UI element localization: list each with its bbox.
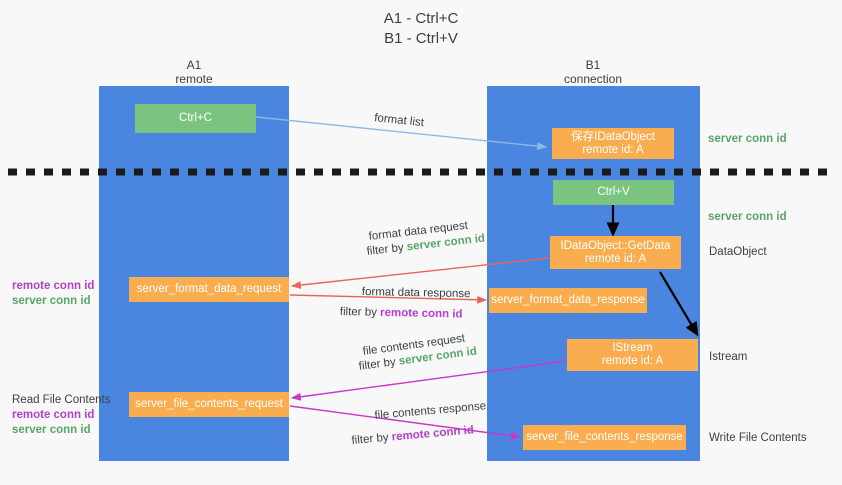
column-header-b1: B1 connection	[518, 58, 668, 86]
title-line-2: B1 - Ctrl+V	[384, 30, 458, 47]
diagram-title: A1 - Ctrl+C B1 - Ctrl+V	[321, 9, 521, 49]
right-label-server-conn-id-top: server conn id	[708, 133, 787, 145]
left-label-remote-conn-id-2: remote conn id	[12, 409, 95, 421]
box-server-file-contents-request-label: server_file_contents_request	[135, 398, 283, 410]
left-label-remote-conn-id-1: remote conn id	[12, 280, 95, 292]
box-server-file-contents-response[interactable]: server_file_contents_response	[523, 425, 686, 450]
box-server-format-data-response[interactable]: server_format_data_response	[489, 288, 647, 313]
left-label-read-file-contents: Read File Contents	[12, 394, 111, 406]
label-format-data-response-filter-pre: filter by	[339, 305, 381, 319]
box-server-format-data-request-label: server_format_data_request	[136, 283, 282, 295]
label-file-contents-request-filter-pre: filter by	[358, 355, 400, 373]
label-file-contents-response-filter-key: remote conn id	[391, 424, 475, 444]
label-format-data-response-filter: filter by remote conn id	[340, 305, 463, 323]
box-ctrl-c[interactable]: Ctrl+C	[135, 104, 256, 133]
box-getdata-line-1: IDataObject::GetData	[560, 239, 671, 252]
box-save-idataobject-line-1: 保存IDataObject	[571, 130, 655, 143]
label-format-data-response: format data response	[361, 285, 471, 301]
label-file-contents-response-filter-pre: filter by	[351, 431, 393, 447]
left-label-server-conn-id-1: server conn id	[12, 295, 91, 307]
left-legend-file: Read File Contents remote conn id server…	[12, 393, 110, 438]
label-format-data-response-filter-key: remote conn id	[379, 306, 463, 321]
box-idataobject-getdata[interactable]: IDataObject::GetData remote id: A	[550, 236, 681, 269]
label-format-list: format list	[373, 111, 425, 130]
column-header-b1-name: B1	[585, 58, 601, 72]
right-label-istream: Istream	[709, 351, 748, 363]
box-ctrl-v[interactable]: Ctrl+V	[553, 180, 674, 205]
box-server-format-data-response-label: server_format_data_response	[491, 294, 645, 306]
box-save-idataobject[interactable]: 保存IDataObject remote id: A	[552, 128, 674, 159]
left-legend-format: remote conn id server conn id	[12, 279, 94, 309]
label-file-contents-response: file contents response	[374, 400, 487, 422]
column-header-a1-sub: remote	[175, 72, 213, 86]
column-header-a1: A1 remote	[119, 58, 269, 86]
right-label-server-conn-id-mid: server conn id	[708, 211, 787, 223]
right-label-write-file-contents: Write File Contents	[709, 432, 807, 444]
label-format-data-request-filter-pre: filter by	[366, 241, 408, 258]
title-line-1: A1 - Ctrl+C	[383, 10, 459, 27]
box-server-file-contents-response-label: server_file_contents_response	[526, 431, 683, 443]
left-label-server-conn-id-2: server conn id	[12, 424, 91, 436]
column-header-b1-sub: connection	[563, 72, 623, 86]
right-label-dataobject: DataObject	[709, 246, 767, 258]
box-istream-line-1: IStream	[612, 342, 653, 354]
box-getdata-line-2: remote id: A	[584, 252, 647, 265]
box-istream-line-2: remote id: A	[601, 355, 664, 367]
box-save-idataobject-line-2: remote id: A	[582, 143, 644, 156]
box-istream[interactable]: IStream remote id: A	[567, 339, 698, 371]
box-ctrl-c-label: Ctrl+C	[179, 112, 212, 124]
label-file-contents-response-filter: filter by remote conn id	[351, 423, 475, 449]
box-server-format-data-request[interactable]: server_format_data_request	[129, 277, 289, 302]
box-server-file-contents-request[interactable]: server_file_contents_request	[129, 392, 289, 417]
box-ctrl-v-label: Ctrl+V	[597, 186, 630, 198]
column-header-a1-name: A1	[186, 58, 202, 72]
